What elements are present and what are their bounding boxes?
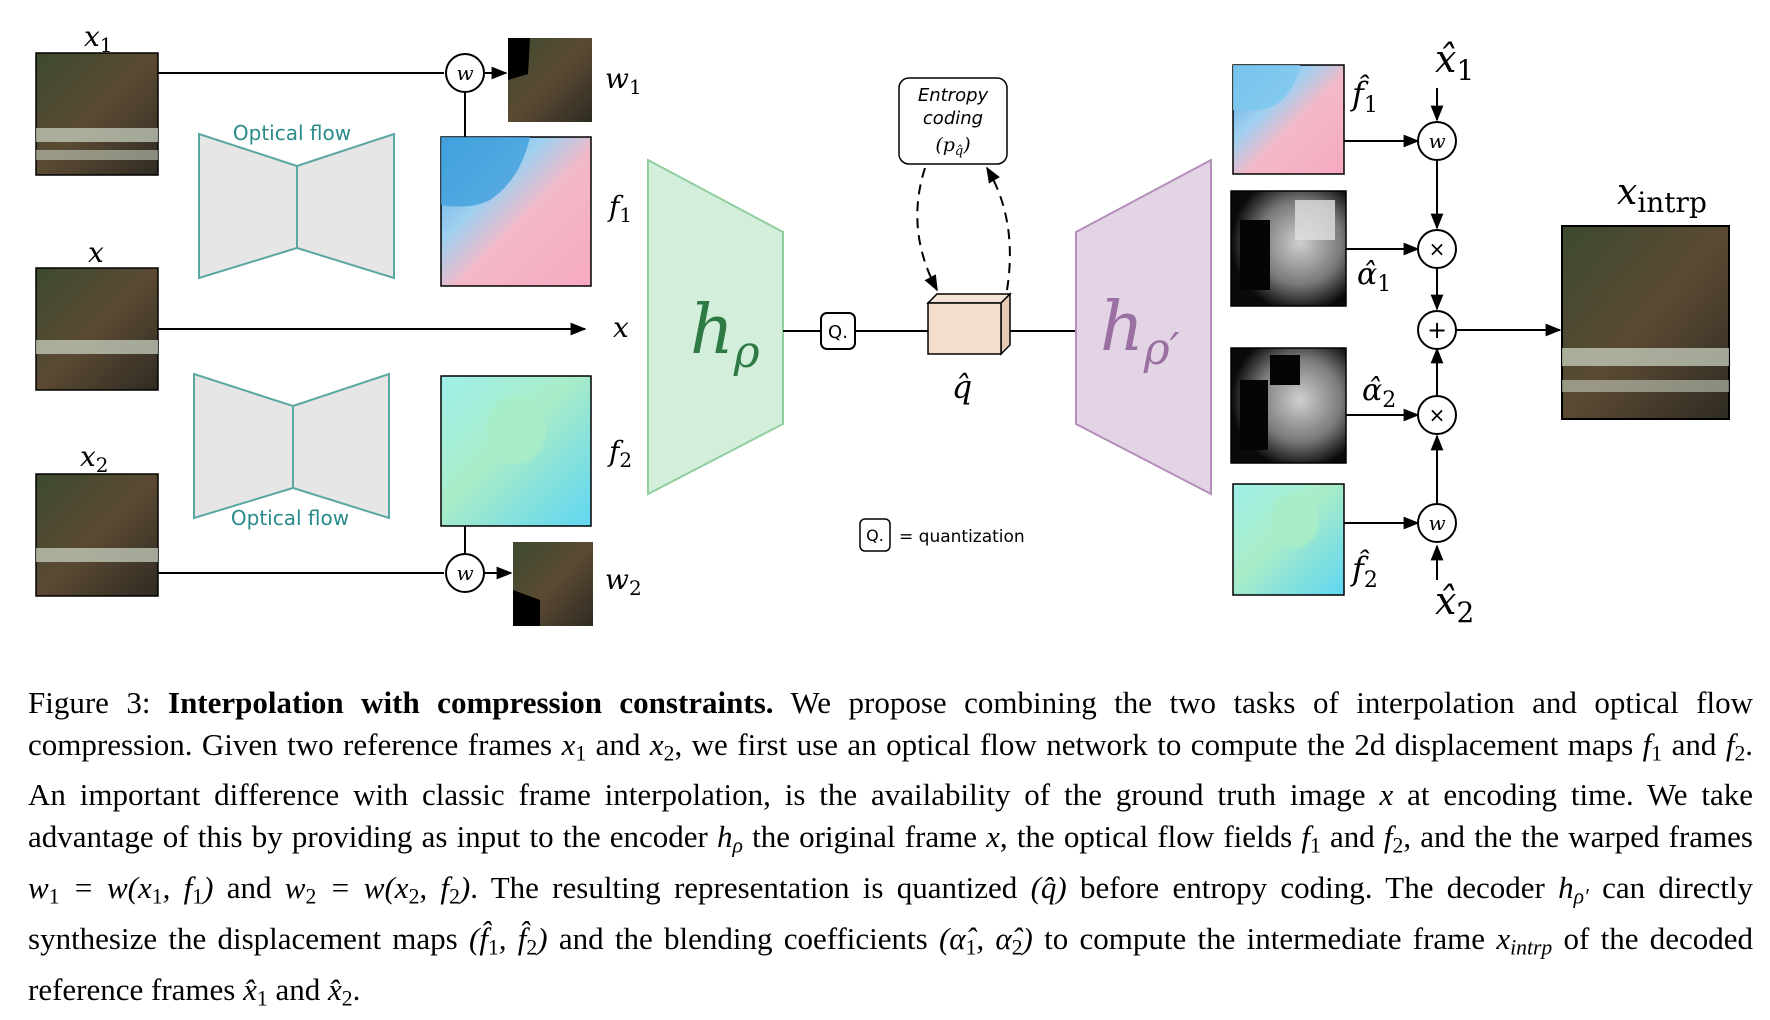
svg-text:Optical flow: Optical flow [231, 506, 349, 530]
warp-op-f2-hat: w [1417, 503, 1457, 543]
svg-text:w: w [456, 561, 473, 585]
svg-text:= quantization: = quantization [899, 527, 1025, 547]
label-w2: w2 [605, 563, 642, 600]
quantization-legend: Q. = quantization [859, 518, 1025, 552]
svg-text:hρ: hρ [690, 291, 760, 378]
svg-text:Optical flow: Optical flow [233, 121, 351, 145]
frame-x1 [35, 52, 159, 176]
decoder-h-rho-prime: hρ′ [1075, 158, 1212, 496]
architecture-diagram: x1 x x2 Optical flow Optical flow w w w1… [35, 20, 1730, 629]
frame-x [35, 267, 159, 391]
decoded-flow-f2-hat [1232, 483, 1345, 596]
label-a1-hat: α̂1 [1357, 257, 1391, 297]
flow-field-f2 [440, 375, 592, 527]
label-f1: f1 [607, 190, 632, 227]
alpha-map-1 [1230, 190, 1347, 307]
label-x1: x1 [84, 20, 113, 57]
svg-text:Q.: Q. [828, 322, 848, 343]
svg-text:w: w [1428, 129, 1445, 153]
warped-frame-w1 [508, 38, 592, 122]
entropy-coding-box: Entropy coding (pq̂) [898, 77, 1008, 165]
warp-op-f1-hat: w [1417, 121, 1457, 161]
figure-caption: Figure 3: Interpolation with compression… [28, 685, 1754, 1011]
svg-text:×: × [1429, 403, 1446, 427]
optical-flow-top: Optical flow [198, 121, 395, 280]
quantization-box: Q. [820, 312, 856, 350]
warp-op-bottom: w [445, 553, 485, 593]
label-f2-hat: f̂2 [1350, 549, 1378, 593]
label-a2-hat: α̂2 [1362, 373, 1396, 413]
frame-x2 [35, 473, 159, 597]
decoded-flow-f1-hat [1232, 64, 1345, 175]
warp-op-top: w [445, 53, 485, 93]
label-x1-hat: x̂1 [1435, 37, 1474, 87]
label-x2-hat: x̂2 [1435, 579, 1474, 629]
svg-text:(pq̂): (pq̂) [935, 134, 970, 159]
multiply-op-1: × [1417, 229, 1457, 269]
warped-frame-w2 [513, 542, 593, 626]
figure-label: Figure 3: [28, 685, 151, 720]
svg-text:coding: coding [923, 108, 983, 129]
label-x: x [88, 236, 104, 269]
q-hat-box [926, 292, 1012, 356]
svg-text:w: w [1428, 511, 1445, 535]
multiply-op-2: × [1417, 395, 1457, 435]
label-f1-hat: f̂1 [1350, 74, 1378, 118]
output-frame-x-intrp [1561, 225, 1730, 420]
svg-text:Q.: Q. [866, 526, 884, 545]
label-q-hat: q̂ [952, 368, 972, 406]
caption-title: Interpolation with compression constrain… [168, 685, 774, 720]
svg-text:+: + [1427, 316, 1447, 344]
flow-field-f1 [440, 136, 592, 287]
optical-flow-bottom: Optical flow [193, 372, 390, 530]
label-x2: x2 [80, 440, 109, 477]
alpha-map-2 [1230, 347, 1347, 464]
label-w1: w1 [605, 62, 642, 99]
svg-text:w: w [456, 61, 473, 85]
label-f2: f2 [607, 435, 632, 472]
label-x-intrp: xintrp [1617, 172, 1707, 219]
svg-text:×: × [1429, 237, 1446, 261]
svg-text:hρ′: hρ′ [1100, 288, 1180, 375]
svg-text:Entropy: Entropy [918, 85, 989, 106]
plus-op: + [1417, 310, 1457, 350]
label-x-center: x [613, 311, 629, 344]
encoder-h-rho: hρ [647, 158, 784, 496]
